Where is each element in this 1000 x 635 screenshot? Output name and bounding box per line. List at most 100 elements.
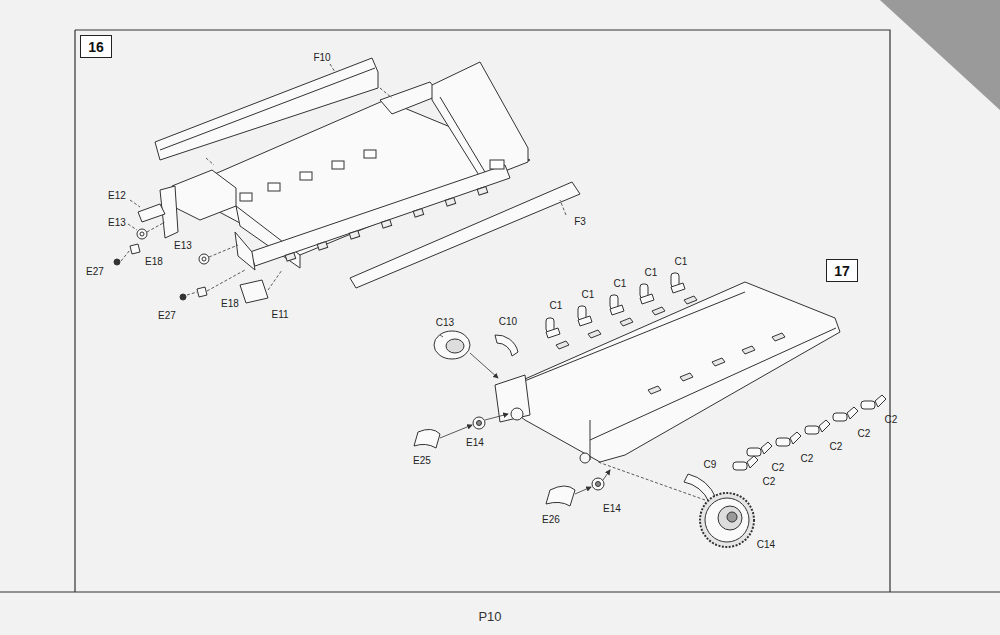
cover-plate [546, 486, 575, 506]
assembly-arrow [603, 470, 610, 480]
floor-blocks [240, 150, 504, 201]
mount-slot [620, 318, 633, 326]
part-number: E11 [271, 310, 288, 320]
part-number: C1 [614, 279, 627, 289]
small-plate [240, 280, 268, 303]
part-number: E14 [466, 438, 484, 448]
axle-cap-hole [596, 482, 601, 487]
part-number: C14 [757, 540, 775, 550]
axle-cap [473, 417, 485, 429]
round-part [199, 254, 209, 264]
part-number: C2 [885, 415, 898, 425]
axle-cap-hole [477, 421, 482, 426]
assembly-arrow [440, 425, 472, 438]
assembly-line [209, 245, 238, 257]
suspension-arm [578, 306, 592, 326]
mount-slot [742, 346, 755, 354]
part-number: E27 [86, 267, 104, 277]
assembly-line [206, 158, 214, 165]
suspension-arm [747, 442, 772, 456]
rail-hole [477, 187, 487, 195]
side-rail [250, 165, 510, 266]
leader-line [330, 64, 335, 72]
rear-plate [432, 62, 528, 180]
bolt-part [114, 259, 120, 265]
assembly-arrow [470, 353, 498, 378]
part-number: C2 [772, 463, 785, 473]
part-number: C1 [645, 268, 658, 278]
lower-hull [498, 282, 840, 462]
floor-block [364, 150, 376, 158]
background-corner [880, 0, 1000, 110]
drive-sprocket [705, 498, 749, 542]
nose-bracket [235, 232, 255, 270]
assembly-line [380, 88, 392, 98]
suspension-arm [833, 407, 858, 421]
part-number: C1 [582, 290, 595, 300]
rail-holes [285, 187, 487, 261]
assembly-line [147, 222, 165, 232]
assembly-arrow [485, 414, 508, 420]
rail-hole [381, 220, 391, 228]
hull-edge [522, 292, 745, 382]
step-17-parts [414, 331, 754, 547]
front-box [172, 170, 236, 220]
suspension-arm [546, 318, 560, 338]
part-number: E27 [158, 311, 176, 321]
mount-slot [712, 358, 725, 366]
step-number: 17 [834, 263, 850, 279]
page-frame [74, 30, 75, 592]
part-number: C1 [550, 301, 563, 311]
part-number: C13 [436, 318, 454, 328]
part-number: E18 [221, 299, 239, 309]
assembly-line [268, 270, 282, 290]
floor-block [300, 172, 312, 180]
leader-line [440, 335, 443, 337]
hook-part [130, 244, 140, 254]
page-frame [75, 30, 890, 592]
hull-edge [590, 420, 591, 460]
mount-slot [772, 333, 785, 341]
part-number: C10 [499, 317, 517, 327]
mount-slot [588, 330, 601, 338]
rear-block [380, 82, 440, 114]
idler-hub [446, 339, 464, 353]
floor-block [332, 161, 344, 169]
idler-wheel [434, 331, 470, 359]
part-number: E12 [108, 191, 126, 201]
c1-arms [546, 273, 685, 338]
idler-mount [511, 408, 523, 420]
step-16-hull [114, 58, 580, 303]
part-number: E13 [108, 218, 126, 228]
part-number: E18 [145, 257, 163, 267]
leader-line [560, 200, 566, 215]
rail-hole [317, 242, 327, 250]
suspension-arm [671, 273, 685, 293]
leader-line [130, 200, 140, 207]
hull-edge [590, 328, 836, 440]
part-number: C2 [763, 477, 776, 487]
page-frame [0, 591, 1000, 592]
rail-hole [445, 198, 455, 206]
c2-arms [733, 395, 886, 470]
axle-cap [592, 478, 604, 490]
suspension-arm [640, 284, 654, 304]
floor-block [490, 160, 504, 169]
part-number: C2 [830, 442, 843, 452]
mount-slot [684, 296, 697, 304]
step-number-box: 16 [80, 35, 112, 58]
sprocket-mount [580, 453, 590, 463]
mount-slot [652, 307, 665, 315]
small-plate [138, 204, 165, 222]
sprocket-hub [718, 506, 742, 530]
round-part-hole [202, 257, 206, 261]
assembly-line [121, 250, 130, 261]
idler-ring [495, 335, 518, 356]
assembly-line [187, 292, 197, 295]
suspension-arm [776, 432, 801, 446]
part-number: C9 [704, 460, 717, 470]
suspension-arm [733, 456, 758, 470]
part-number: C1 [675, 257, 688, 267]
